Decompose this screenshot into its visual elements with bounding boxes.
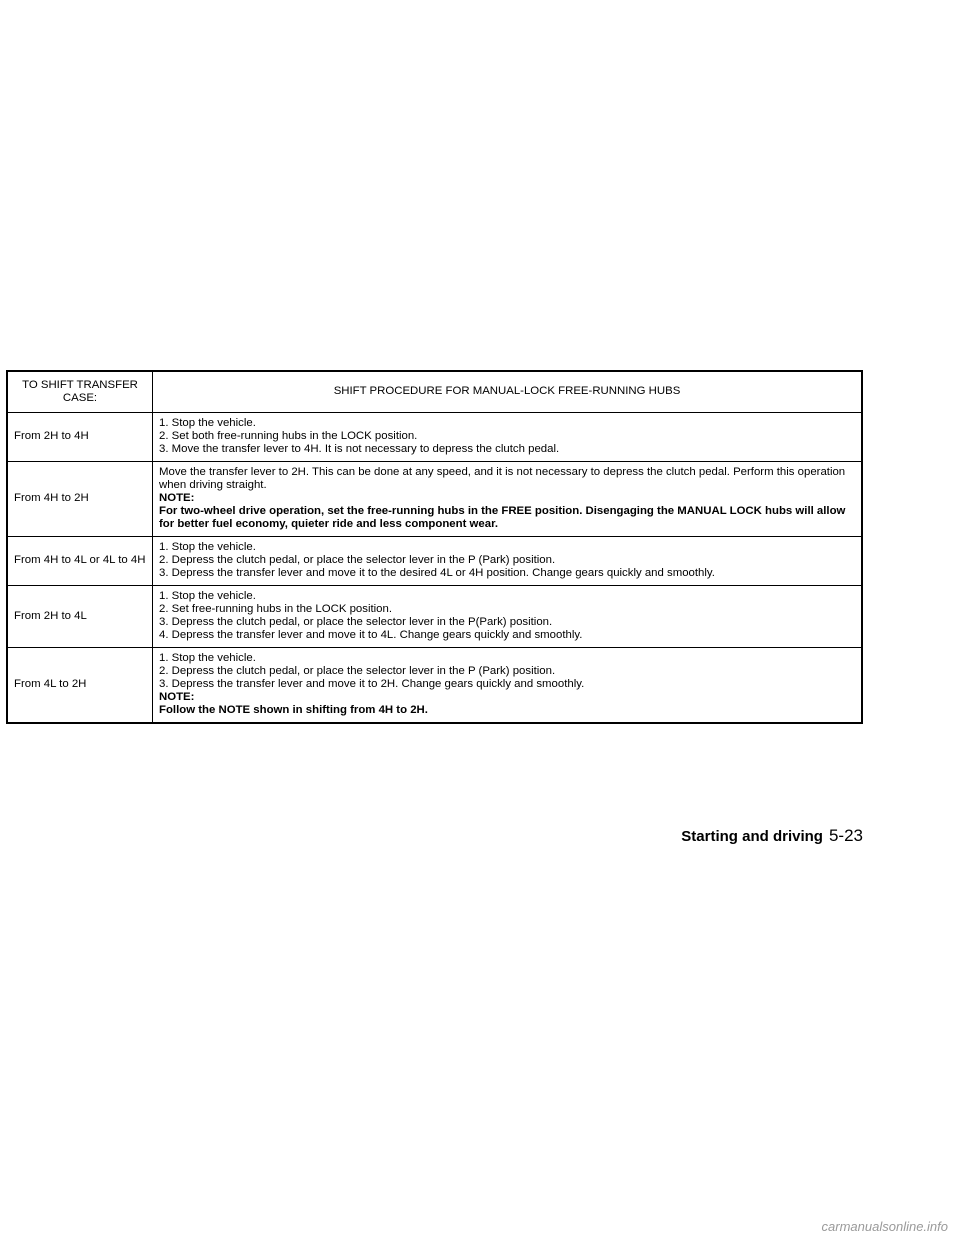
procedure-cell: 1. Stop the vehicle.2. Set free-running … (152, 585, 863, 648)
procedure-step: 2. Depress the clutch pedal, or place th… (159, 554, 556, 566)
procedure-step: 3. Depress the transfer lever and move i… (159, 678, 585, 690)
procedure-step: 3. Move the transfer lever to 4H. It is … (159, 443, 560, 455)
header-case-cell: TO SHIFT TRANSFER CASE: (6, 370, 153, 413)
page-footer: Starting and driving 5-23 (681, 826, 863, 846)
shift-procedure-table: TO SHIFT TRANSFER CASE: SHIFT PROCEDURE … (6, 370, 863, 724)
case-cell: From 4L to 2H (6, 647, 153, 724)
procedure-cell: Move the transfer lever to 2H. This can … (152, 461, 863, 537)
procedure-paragraph: Move the transfer lever to 2H. This can … (159, 466, 846, 491)
footer-section-title: Starting and driving (681, 828, 823, 845)
procedure-step: 4. Depress the transfer lever and move i… (159, 629, 583, 641)
procedure-cell: 1. Stop the vehicle.2. Set both free-run… (152, 412, 863, 462)
procedure-step: 1. Stop the vehicle. (159, 417, 256, 429)
procedure-step: 1. Stop the vehicle. (159, 541, 256, 553)
procedure-step: 2. Set free-running hubs in the LOCK pos… (159, 603, 393, 615)
procedure-step: 2. Depress the clutch pedal, or place th… (159, 665, 556, 677)
procedure-step: 3. Depress the transfer lever and move i… (159, 567, 715, 579)
watermark: carmanualsonline.info (821, 1219, 948, 1234)
case-cell: From 4H to 4L or 4L to 4H (6, 536, 153, 586)
case-cell: From 2H to 4H (6, 412, 153, 462)
note-label: NOTE: (159, 691, 195, 703)
procedure-step: 1. Stop the vehicle. (159, 590, 256, 602)
procedure-step: 1. Stop the vehicle. (159, 652, 256, 664)
case-cell: From 2H to 4L (6, 585, 153, 648)
table-header-row: TO SHIFT TRANSFER CASE: SHIFT PROCEDURE … (6, 370, 863, 413)
case-cell: From 4H to 2H (6, 461, 153, 537)
procedure-step: 3. Depress the clutch pedal, or place th… (159, 616, 553, 628)
footer-page-number: 5-23 (828, 826, 863, 845)
note-label: NOTE: (159, 492, 195, 504)
note-text: For two-wheel drive operation, set the f… (159, 505, 846, 530)
procedure-cell: 1. Stop the vehicle.2. Depress the clutc… (152, 536, 863, 586)
procedure-cell: 1. Stop the vehicle.2. Depress the clutc… (152, 647, 863, 724)
note-text: Follow the NOTE shown in shifting from 4… (159, 704, 428, 716)
procedure-step: 2. Set both free-running hubs in the LOC… (159, 430, 418, 442)
header-procedure-cell: SHIFT PROCEDURE FOR MANUAL-LOCK FREE-RUN… (152, 370, 863, 413)
